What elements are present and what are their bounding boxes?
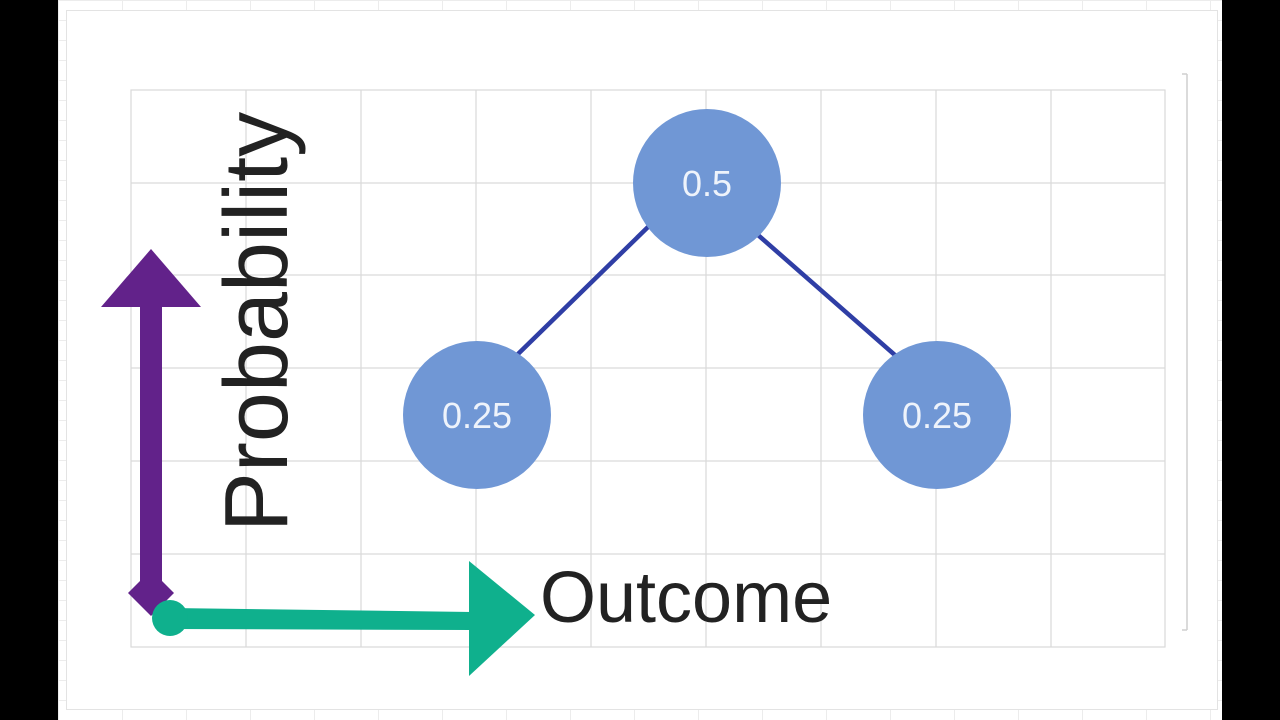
y-axis-arrow xyxy=(101,249,201,616)
slide-canvas xyxy=(66,10,1218,710)
node-label: 0.25 xyxy=(442,395,512,436)
edge-left xyxy=(515,224,651,357)
right-bracket xyxy=(1182,73,1188,631)
edge-right xyxy=(755,232,899,359)
node-right: 0.25 xyxy=(863,341,1011,489)
x-arrow-tail xyxy=(152,600,188,636)
y-axis-label: Probability xyxy=(207,112,307,532)
node-label: 0.25 xyxy=(902,395,972,436)
node-left: 0.25 xyxy=(403,341,551,489)
node-top: 0.5 xyxy=(633,109,781,257)
y-arrow-head xyxy=(101,249,201,307)
y-arrow-shaft xyxy=(140,292,162,587)
x-axis-label: Outcome xyxy=(540,558,832,638)
tree-edges xyxy=(515,224,899,359)
node-circle xyxy=(403,341,551,489)
node-circle xyxy=(633,109,781,257)
x-arrow-head xyxy=(469,561,535,676)
x-axis-arrow xyxy=(152,561,535,676)
x-arrow-shaft xyxy=(170,608,472,630)
node-circle xyxy=(863,341,1011,489)
node-label: 0.5 xyxy=(682,163,732,204)
spreadsheet-background xyxy=(58,0,1222,720)
